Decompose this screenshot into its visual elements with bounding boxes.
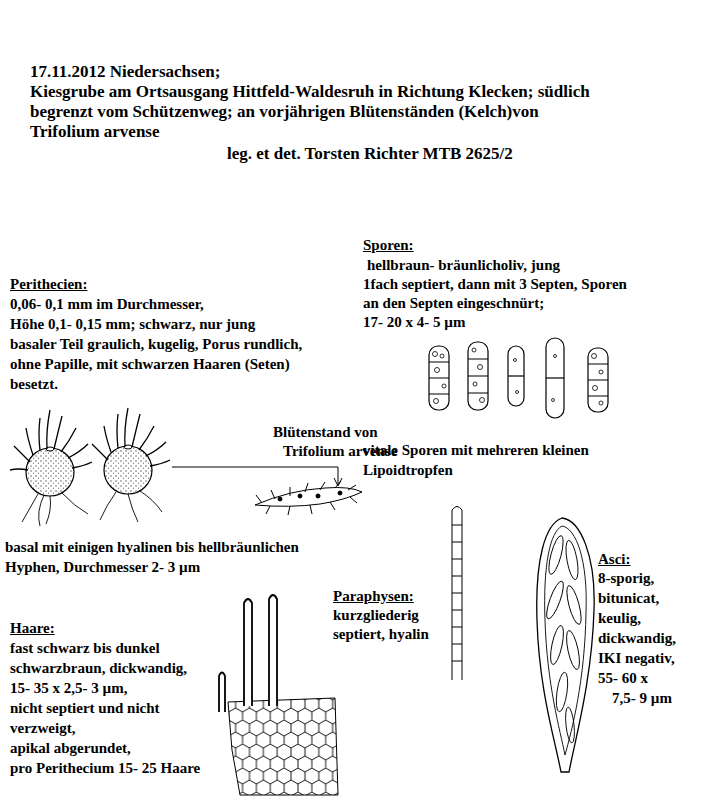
label: besetzt. xyxy=(10,375,58,393)
label: hellbraun- bräunlicholiv, jung xyxy=(367,256,560,274)
label: Hyphen, Durchmesser 2- 3 µm xyxy=(5,558,200,576)
label: basaler Teil graulich, kugelig, Porus ru… xyxy=(10,335,302,353)
label: kurzgliederig xyxy=(333,606,419,624)
label: Höhe 0,1- 0,15 mm; schwarz, nur jung xyxy=(10,315,255,333)
perithecia-drawing xyxy=(10,408,170,526)
label: leg. et det. Torsten Richter MTB 2625/2 xyxy=(227,145,513,163)
label: ohne Papille, mit schwarzen Haaren (Sete… xyxy=(10,355,290,373)
label: dickwandig, xyxy=(598,629,676,647)
label: nicht septiert und nicht xyxy=(10,699,160,717)
label: begrenzt vom Schützenweg; an vorjährigen… xyxy=(30,103,539,121)
paraphysis-drawing xyxy=(452,507,462,681)
label: septiert, hyalin xyxy=(333,625,429,643)
label: an den Septen eingeschnürt; xyxy=(363,294,544,312)
label: basal mit einigen hyalinen bis hellbräun… xyxy=(5,538,299,556)
ascus-drawing xyxy=(537,518,594,772)
label: keulig, xyxy=(598,609,641,627)
label: 15- 35 x 2,5- 3 µm, xyxy=(10,679,127,697)
trifolium-drawing xyxy=(172,467,362,515)
section-heading: Asci: xyxy=(598,550,631,568)
label: bitunicat, xyxy=(598,589,659,607)
label: apikal abgerundet, xyxy=(10,739,131,757)
label: verzweigt, xyxy=(10,719,75,737)
label: pro Perithecium 15- 25 Haare xyxy=(10,759,200,777)
label: 8-sporig, xyxy=(598,569,654,587)
label: vitale Sporen mit mehreren kleinen xyxy=(363,441,589,459)
section-heading: Sporen: xyxy=(363,236,414,254)
label: 17.11.2012 Niedersachsen; xyxy=(30,63,220,81)
label: 0,06- 0,1 mm im Durchmesser, xyxy=(10,295,204,313)
spores-drawing xyxy=(429,338,608,418)
hairs-drawing xyxy=(219,595,350,800)
label: 55- 60 x xyxy=(598,669,648,687)
section-heading: Perithecien: xyxy=(10,275,87,293)
label: IKI negativ, xyxy=(598,649,675,667)
label: 7,5- 9 µm xyxy=(612,689,672,707)
label: Lipoidtropfen xyxy=(363,461,453,479)
label: 17- 20 x 4- 5 µm xyxy=(363,313,465,331)
label: schwarzbraun, dickwandig, xyxy=(10,659,187,677)
section-heading: Haare: xyxy=(10,619,55,637)
label: 1fach septiert, dann mit 3 Septen, Spore… xyxy=(363,275,627,293)
label: Kiesgrube am Ortsausgang Hittfeld-Waldes… xyxy=(30,83,590,101)
label: Trifolium arvense xyxy=(30,123,160,141)
label: fast schwarz bis dunkel xyxy=(10,639,160,657)
label: Blütenstand von xyxy=(273,423,378,441)
section-heading: Paraphysen: xyxy=(333,587,414,605)
